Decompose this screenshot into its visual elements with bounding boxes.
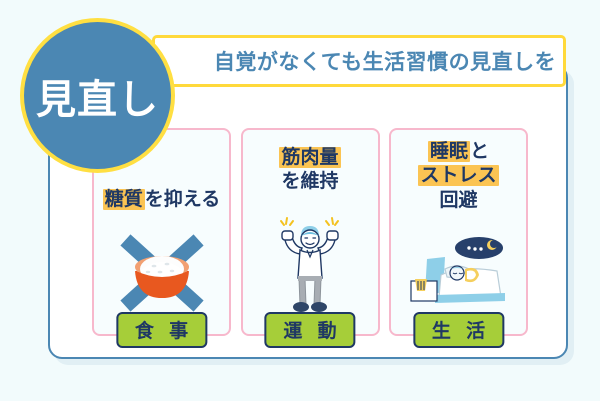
card-lifestyle-tag: 生 活 — [412, 312, 505, 348]
page-title: 自覚がなくても生活習慣の見直しを — [213, 51, 557, 74]
card-lifestyle-plain: 回避 — [439, 189, 478, 211]
card-diet-text: 糖質を抑える — [102, 188, 221, 212]
card-lifestyle-text: 睡眠と ストレス 回避 — [418, 140, 499, 213]
card-lifestyle-highlight-sleep: 睡眠 — [427, 141, 470, 162]
sleeping-person-bed-icon — [409, 237, 505, 304]
card-diet-highlight: 糖質 — [102, 189, 145, 210]
circle-badge: 見直し — [20, 18, 175, 173]
main-panel: 糖質を抑える — [48, 64, 568, 359]
flexing-person-icon — [280, 217, 339, 313]
card-lifestyle[interactable]: 睡眠と ストレス 回避 — [389, 128, 528, 348]
card-lifestyle-conjunction: と — [469, 141, 489, 162]
card-diet-tag: 食 事 — [115, 312, 208, 348]
rice-bowl-crossed-out-icon — [119, 234, 204, 312]
card-lifestyle-highlight-stress: ストレス — [418, 165, 499, 187]
card-exercise-text: 筋肉量 を維持 — [279, 146, 341, 195]
card-lifestyle-art — [391, 213, 526, 334]
card-exercise-plain: を維持 — [281, 171, 339, 193]
circle-badge-label: 見直し — [36, 77, 159, 122]
card-exercise-art — [243, 195, 378, 334]
card-exercise-tag: 運 動 — [264, 312, 356, 348]
card-diet-art — [94, 212, 229, 334]
card-exercise[interactable]: 筋肉量 を維持 — [240, 128, 380, 348]
header-ribbon: 自覚がなくても生活習慣の見直しを — [152, 35, 566, 87]
card-exercise-highlight: 筋肉量 — [279, 147, 341, 168]
card-diet-plain: を抑える — [144, 189, 221, 210]
card-row: 糖質を抑える — [92, 128, 528, 348]
